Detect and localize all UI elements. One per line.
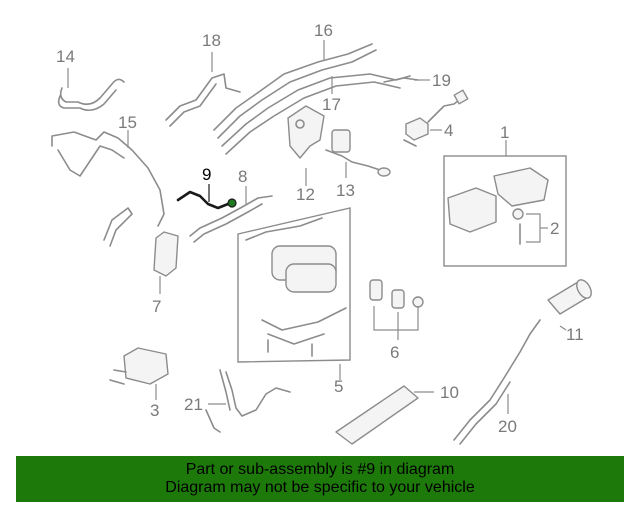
callout-14: 14 [56, 47, 75, 66]
callout-1: 1 [500, 123, 509, 142]
callout-8: 8 [238, 167, 247, 186]
part-10[interactable]: 10 [335, 383, 459, 445]
part-18[interactable]: 18 [165, 31, 241, 127]
part-14[interactable]: 14 [56, 47, 125, 112]
callout-3: 3 [150, 401, 159, 420]
callout-10: 10 [440, 383, 459, 402]
part-11[interactable]: 11 [547, 277, 594, 344]
callout-12: 12 [296, 185, 315, 204]
part-9-highlighted[interactable]: 9 [176, 165, 237, 210]
callout-9: 9 [202, 165, 211, 184]
part-2[interactable]: 2 [512, 208, 559, 245]
callout-20: 20 [498, 417, 517, 436]
part-21[interactable]: 21 [184, 369, 291, 433]
callout-15: 15 [118, 113, 137, 132]
part-15[interactable]: 15 [51, 113, 165, 247]
callout-21: 21 [184, 395, 203, 414]
callout-6: 6 [390, 343, 399, 362]
part-1-assembly[interactable]: 1 [443, 123, 567, 267]
callout-7: 7 [152, 297, 161, 316]
part-8[interactable]: 8 [189, 167, 273, 243]
callout-13: 13 [336, 181, 355, 200]
part-19[interactable]: 19 [383, 71, 451, 90]
parts-diagram: 14 15 18 16 17 19 4 [51, 21, 594, 445]
callout-18: 18 [202, 31, 221, 50]
part-17[interactable]: 17 [221, 73, 411, 155]
callout-4: 4 [444, 121, 453, 140]
callout-19: 19 [432, 71, 451, 90]
part-3[interactable]: 3 [109, 347, 169, 420]
callout-11: 11 [566, 325, 584, 344]
callout-5: 5 [334, 377, 343, 396]
part-12[interactable]: 12 [287, 105, 325, 204]
banner-line-1: Part or sub-assembly is #9 in diagram [185, 461, 455, 478]
part-20[interactable]: 20 [453, 319, 541, 445]
callout-2: 2 [550, 219, 559, 238]
callout-17: 17 [322, 95, 341, 114]
info-banner: Part or sub-assembly is #9 in diagram Di… [16, 456, 624, 502]
part-7[interactable]: 7 [152, 231, 179, 316]
part-16[interactable]: 16 [213, 21, 377, 139]
part-6[interactable]: 6 [369, 279, 424, 362]
callout-16: 16 [314, 21, 333, 40]
part-13[interactable]: 13 [325, 129, 391, 200]
banner-line-2: Diagram may not be specific to your vehi… [165, 479, 475, 496]
part-5-assembly[interactable]: 5 [237, 207, 351, 396]
part-4[interactable]: 4 [403, 89, 469, 147]
